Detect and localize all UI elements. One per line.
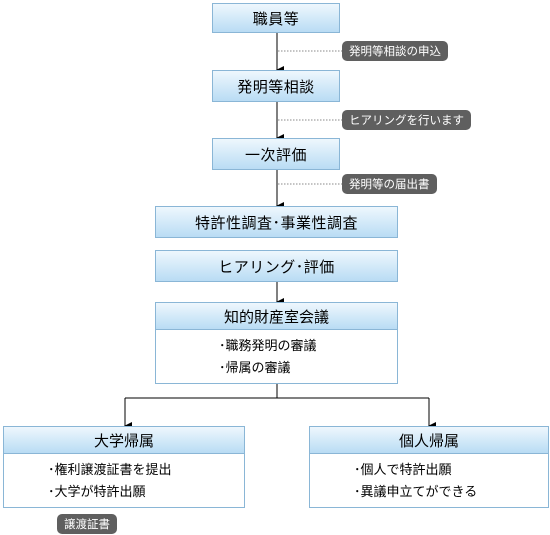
university-ownership-item: ･権利譲渡証書を提出 xyxy=(48,463,172,478)
individual-ownership-panel: 個人帰属 ･個人で特許出願 ･異議申立てができる xyxy=(309,426,549,508)
step-staff-label: 職員等 xyxy=(252,9,300,28)
note-hearing-text: ヒアリングを行います xyxy=(349,113,464,127)
note-assignment-deed-text: 譲渡証書 xyxy=(64,517,110,531)
university-ownership-title: 大学帰属 xyxy=(4,427,244,454)
note-consultation-request: 発明等相談の申込 xyxy=(342,41,448,61)
note-assignment-deed: 譲渡証書 xyxy=(57,514,117,534)
step-hearing-evaluation: ヒアリング･評価 xyxy=(155,250,398,282)
university-ownership-item: ･大学が特許出願 xyxy=(48,485,146,500)
step-consultation: 発明等相談 xyxy=(212,70,340,102)
university-ownership-panel: 大学帰属 ･権利譲渡証書を提出 ･大学が特許出願 xyxy=(3,426,245,508)
committee-panel: 知的財産室会議 ･職務発明の審議 ･帰属の審議 xyxy=(155,302,398,384)
step-patentability-survey: 特許性調査･事業性調査 xyxy=(155,206,398,238)
note-hearing: ヒアリングを行います xyxy=(342,110,471,130)
step-consultation-label: 発明等相談 xyxy=(237,77,315,96)
step-primary-evaluation: 一次評価 xyxy=(212,138,340,170)
committee-item: ･職務発明の審議 xyxy=(219,339,317,354)
note-invention-notification-text: 発明等の届出書 xyxy=(349,177,430,191)
note-invention-notification: 発明等の届出書 xyxy=(342,174,437,194)
individual-ownership-item: ･異議申立てができる xyxy=(354,485,478,500)
step-patentability-survey-label: 特許性調査･事業性調査 xyxy=(194,213,358,232)
individual-ownership-item: ･個人で特許出願 xyxy=(354,463,452,478)
step-primary-evaluation-label: 一次評価 xyxy=(244,145,307,164)
committee-item: ･帰属の審議 xyxy=(219,361,291,376)
note-consultation-request-text: 発明等相談の申込 xyxy=(349,44,441,58)
step-staff: 職員等 xyxy=(212,3,340,33)
step-hearing-evaluation-label: ヒアリング･評価 xyxy=(218,257,335,276)
individual-ownership-title: 個人帰属 xyxy=(310,427,548,454)
committee-title: 知的財産室会議 xyxy=(156,303,397,330)
